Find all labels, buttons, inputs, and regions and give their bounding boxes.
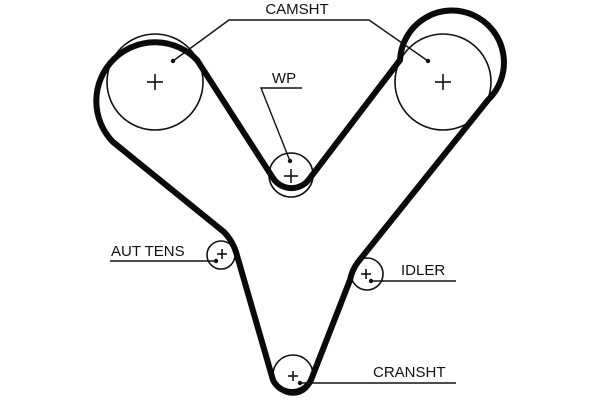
auto-tensioner-leader-dot <box>213 258 219 264</box>
crankshaft-label: CRANSHT <box>373 364 446 381</box>
camshaft-right-pulley <box>394 33 492 131</box>
camshaft-left-leader-dot <box>170 58 176 64</box>
crankshaft-leader-dot <box>297 380 303 386</box>
camshaft-leader-line <box>172 19 429 62</box>
auto-tensioner-label: AUT TENS <box>111 243 185 260</box>
idler-leader-dot <box>368 278 374 284</box>
timing-belt <box>93 7 507 395</box>
idler-label: IDLER <box>401 262 445 279</box>
water-pump-leader-dot <box>287 158 293 164</box>
auto-tensioner-pulley <box>206 240 236 270</box>
water-pump-leader-line <box>259 87 302 162</box>
camshaft-right-leader-dot <box>425 58 431 64</box>
camshaft-label: CAMSHT <box>265 1 328 18</box>
camshaft-left-pulley <box>106 33 204 131</box>
water-pump-label: WP <box>272 70 296 87</box>
